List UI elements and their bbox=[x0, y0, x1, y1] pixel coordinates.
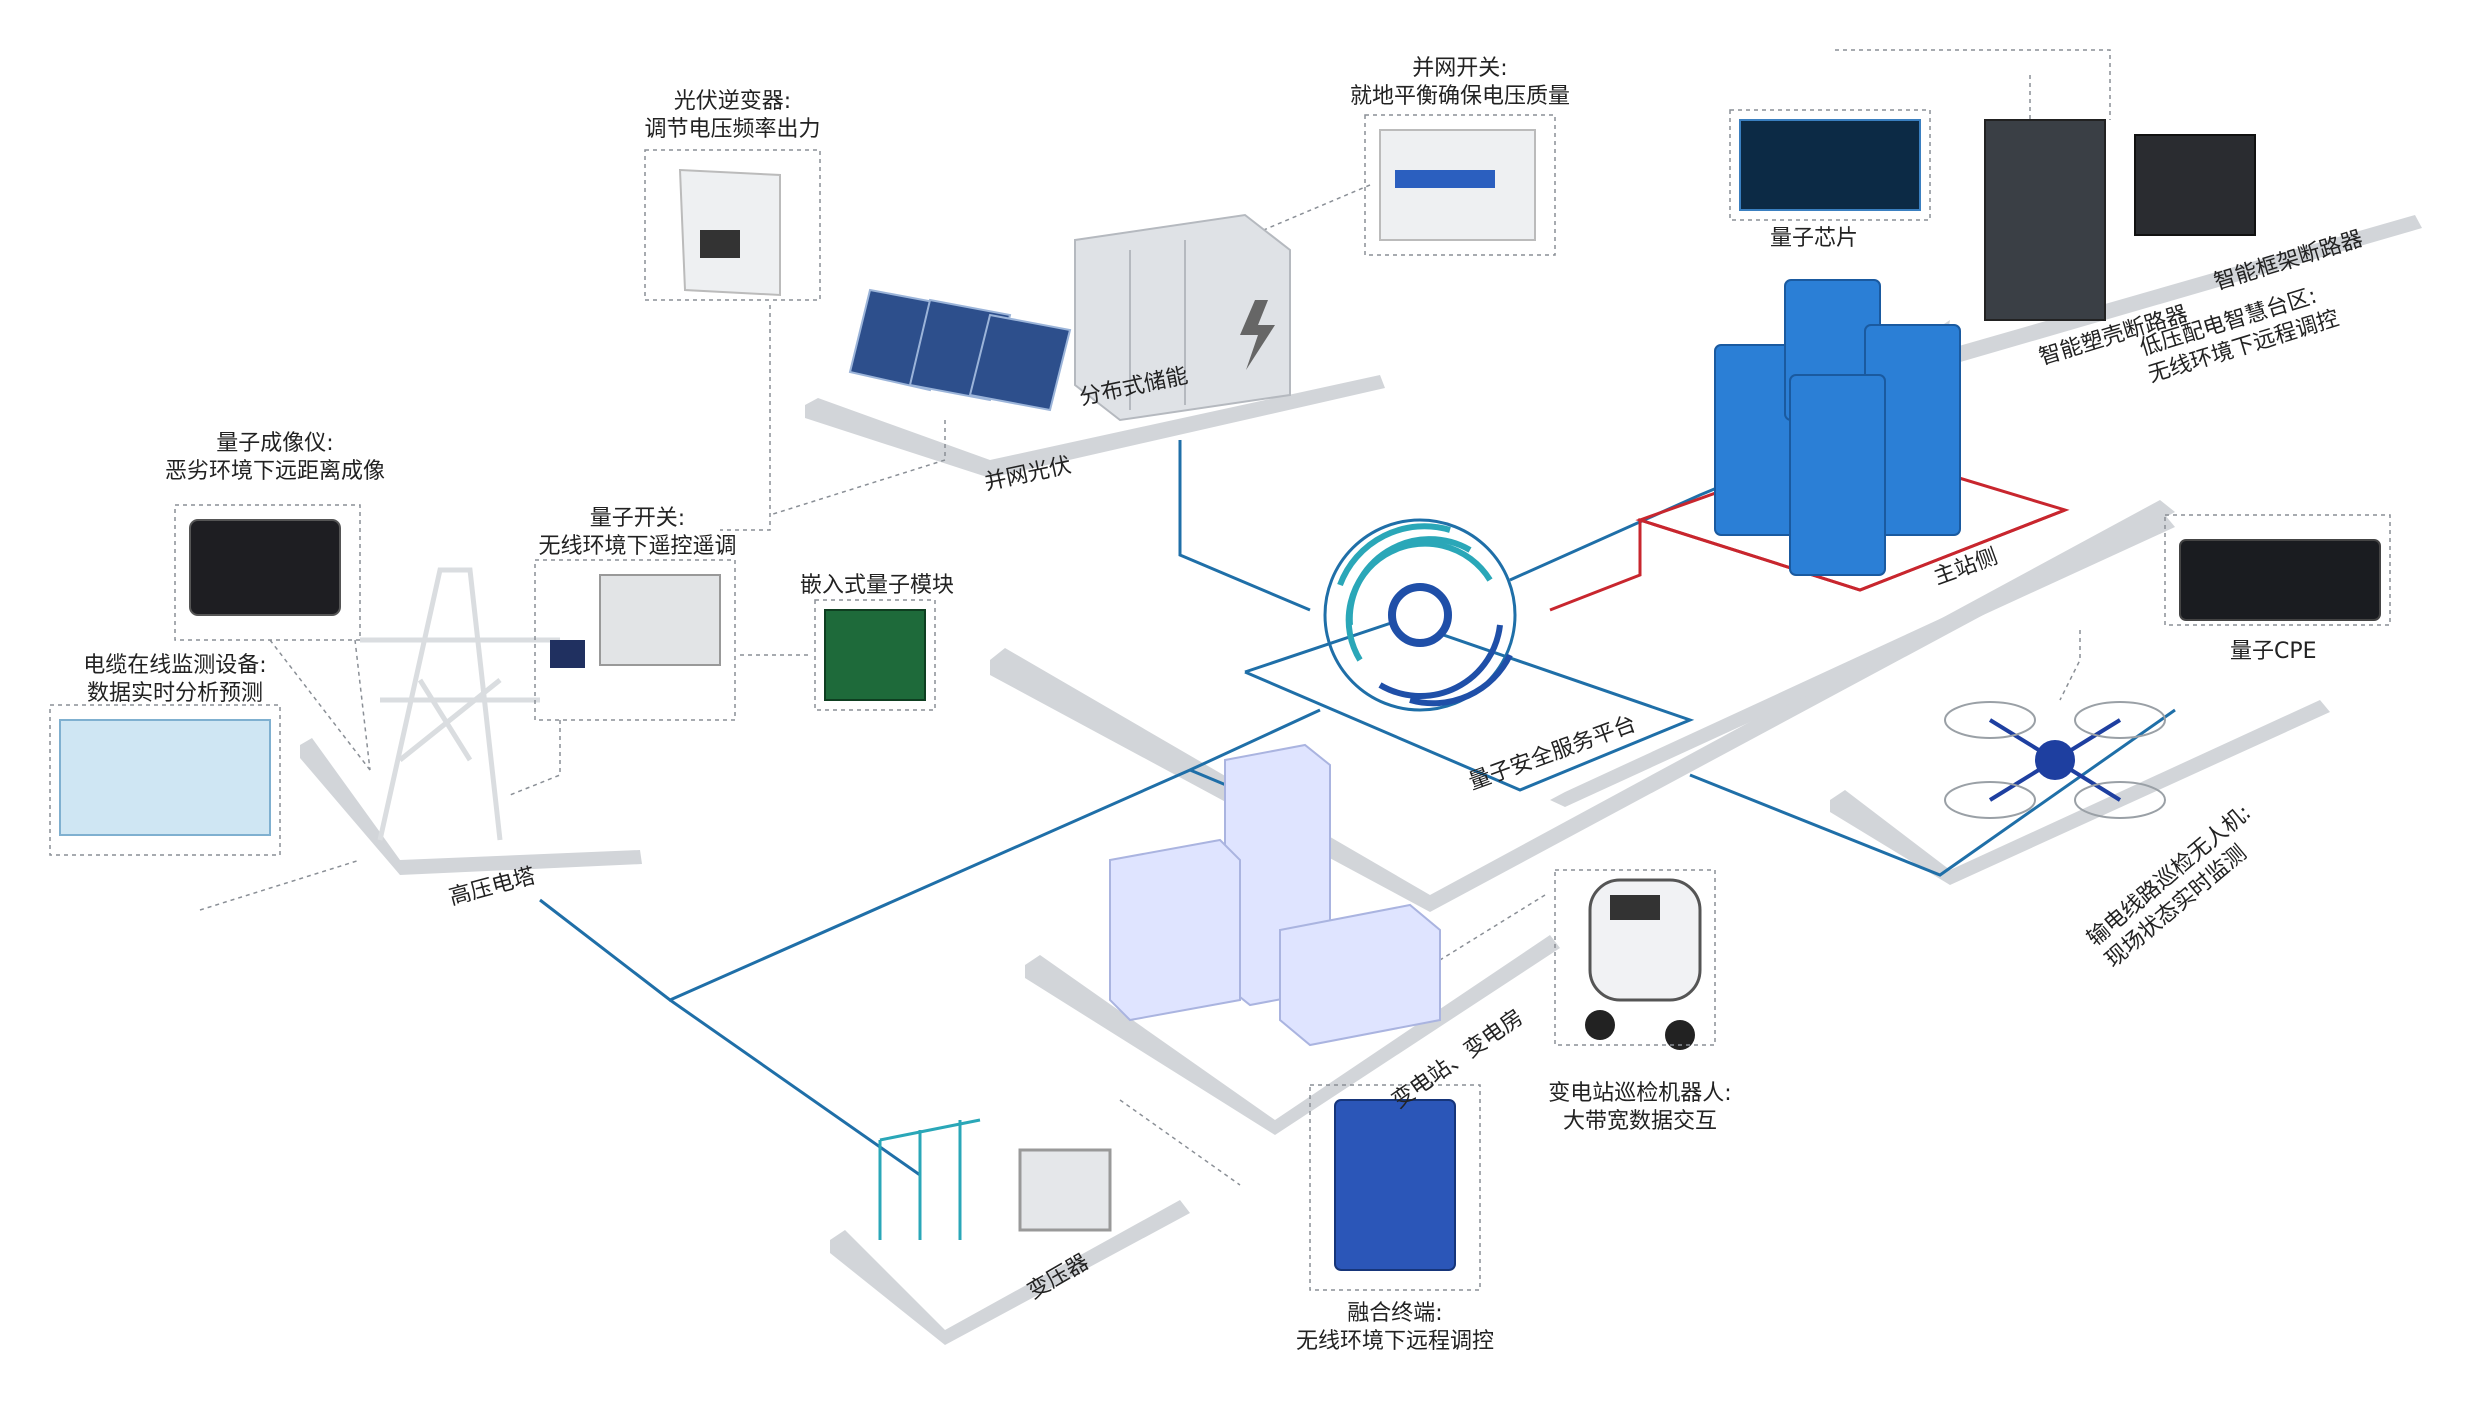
imager-title: 量子成像仪: bbox=[216, 431, 334, 456]
quantum-cpe-image bbox=[2179, 539, 2381, 621]
label-embedded-module: 嵌入式量子模块 bbox=[800, 573, 955, 598]
embedded-module-image bbox=[824, 609, 926, 701]
label-fusion-terminal: 融合终端: 无线环境下远程调控 bbox=[1280, 1300, 1510, 1356]
platform-backgrounds bbox=[300, 215, 2422, 1345]
platform-lv-zone bbox=[1935, 215, 2422, 365]
platform-central-band bbox=[990, 500, 2175, 912]
platform-transformer bbox=[830, 1200, 1190, 1345]
platform-pv bbox=[805, 375, 1385, 478]
qswitch-title: 量子开关: bbox=[589, 506, 686, 531]
hv-tower-image bbox=[360, 567, 560, 841]
fusion-terminal-image bbox=[1334, 1099, 1456, 1271]
grid-switch-title: 并网开关: bbox=[1412, 56, 1508, 81]
link-pv-to-platform bbox=[1178, 440, 1311, 612]
qswitch-desc: 无线环境下遥控遥调 bbox=[538, 534, 737, 559]
label-grid-switch: 并网开关: 就地平衡确保电压质量 bbox=[1305, 55, 1615, 111]
platform-tower bbox=[300, 738, 642, 875]
label-cable-monitor: 电缆在线监测设备: 数据实时分析预测 bbox=[60, 652, 290, 708]
solar-panels bbox=[848, 288, 1072, 412]
label-quantum-cpe: 量子CPE bbox=[2230, 639, 2317, 664]
link-tower-to-transformer bbox=[669, 998, 921, 1177]
transformer-image bbox=[878, 1118, 1112, 1240]
inverter-title: 光伏逆变器: bbox=[673, 89, 792, 114]
label-imager: 量子成像仪: 恶劣环境下远距离成像 bbox=[145, 430, 405, 486]
callout-boxes bbox=[49, 109, 2391, 1291]
frame-breaker-image bbox=[2134, 134, 2256, 236]
platform-substation bbox=[1025, 935, 1560, 1135]
terminal-desc: 无线环境下远程调控 bbox=[1295, 1329, 1494, 1354]
label-inverter: 光伏逆变器: 调节电压频率出力 bbox=[620, 88, 845, 144]
storage-cabinets bbox=[1074, 213, 1291, 422]
inverter-image bbox=[678, 168, 781, 297]
main-station-servers bbox=[1714, 279, 1961, 576]
substation-buildings bbox=[1109, 743, 1441, 1047]
label-quantum-switch: 量子开关: 无线环境下遥控遥调 bbox=[525, 505, 750, 561]
quantum-switch-image bbox=[550, 574, 721, 668]
terminal-title: 融合终端: bbox=[1347, 1301, 1443, 1326]
grid-switch-desc: 就地平衡确保电压质量 bbox=[1349, 84, 1570, 109]
cable-monitor-desc: 数据实时分析预测 bbox=[86, 681, 263, 706]
robot-image bbox=[1585, 878, 1702, 1050]
robot-title: 变电站巡检机器人: bbox=[1548, 1081, 1732, 1106]
inverter-desc: 调节电压频率出力 bbox=[644, 117, 821, 142]
link-platform-to-substation bbox=[539, 708, 1321, 1002]
label-quantum-chip: 量子芯片 bbox=[1770, 226, 1859, 251]
platform-uav bbox=[1830, 700, 2330, 885]
grid-switch-image bbox=[1379, 129, 1536, 241]
cable-monitor-title: 电缆在线监测设备: bbox=[83, 653, 267, 678]
platform-long-diagonal bbox=[1550, 515, 2175, 807]
cable-monitor-image bbox=[59, 719, 271, 836]
link-platform-to-uav bbox=[1689, 708, 2176, 877]
quantum-imager-image bbox=[189, 519, 341, 616]
robot-desc: 大带宽数据交互 bbox=[1562, 1109, 1717, 1134]
label-robot: 变电站巡检机器人: 大带宽数据交互 bbox=[1520, 1080, 1760, 1136]
imager-desc: 恶劣环境下远距离成像 bbox=[164, 459, 385, 484]
quantum-chip-image bbox=[1739, 119, 1921, 211]
molded-breaker-image bbox=[1984, 119, 2106, 321]
quantum-platform-logo bbox=[1323, 518, 1517, 712]
uav-image bbox=[1944, 701, 2166, 819]
